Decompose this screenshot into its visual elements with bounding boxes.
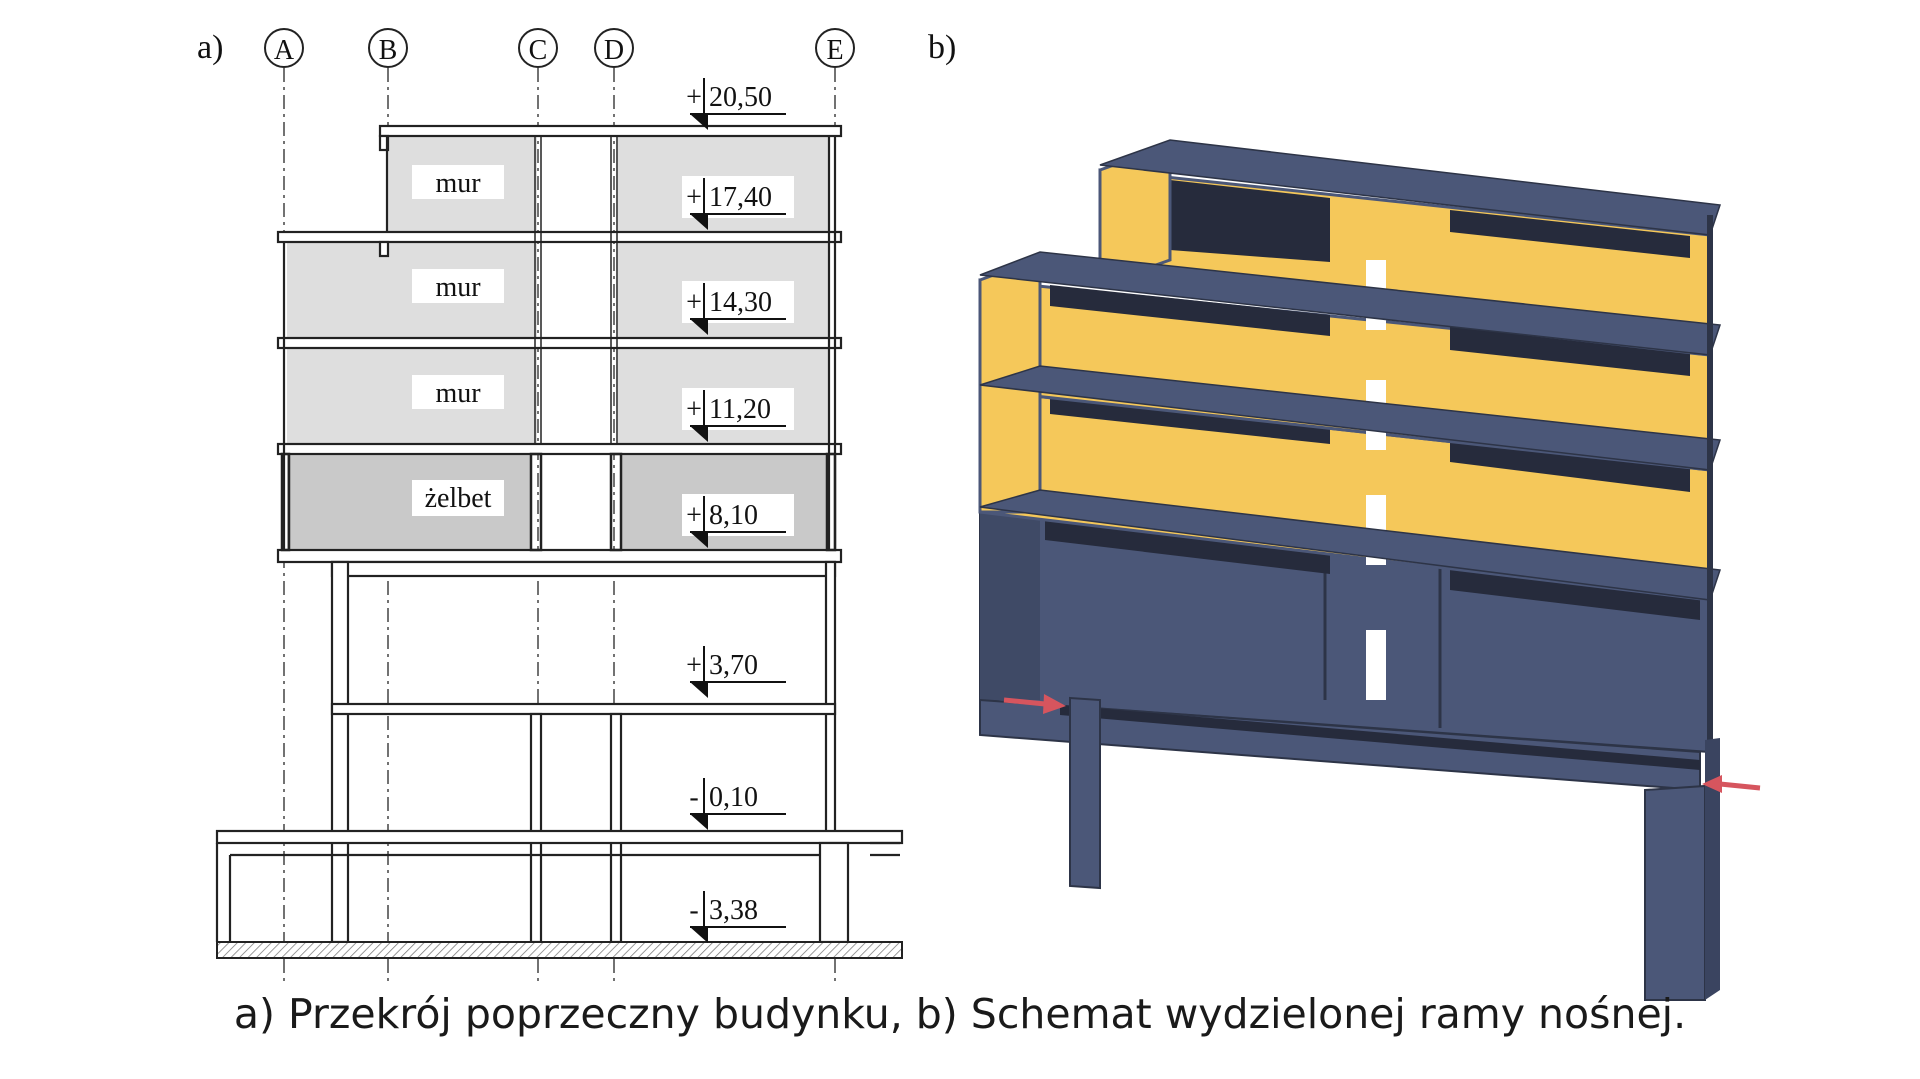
level-markers: +20,50+17,40+14,30+11,20+8,10+3,70-0,10-… — [682, 76, 794, 943]
cross-section-panel: a) A B C D E — [197, 28, 904, 985]
level-sign: + — [686, 287, 702, 318]
lower-frame — [215, 560, 904, 944]
level-value: 8,10 — [709, 500, 758, 531]
material-label-mur-1: mur — [412, 165, 504, 199]
svg-text:C: C — [529, 35, 548, 66]
level-sign: - — [689, 782, 698, 813]
level-value: 14,30 — [709, 287, 772, 318]
level-marker: +17,40 — [682, 176, 794, 230]
level-sign: + — [686, 650, 702, 681]
level-marker: +11,20 — [682, 388, 794, 442]
level-marker: +14,30 — [682, 281, 794, 335]
level-marker: +20,50 — [682, 76, 794, 130]
level-value: 17,40 — [709, 182, 772, 213]
panel-b-label: b) — [928, 29, 956, 66]
axis-bubble-d: D — [594, 28, 634, 68]
svg-text:mur: mur — [435, 378, 481, 409]
svg-text:D: D — [604, 35, 624, 66]
level-value: 11,20 — [709, 394, 771, 425]
level-marker: -3,38 — [682, 889, 794, 943]
material-label-zelbet: żelbet — [412, 480, 504, 516]
level-sign: - — [689, 895, 698, 926]
frame-3d-panel: b) — [928, 29, 1761, 1001]
level-sign: + — [686, 394, 702, 425]
axis-bubble-c: C — [518, 28, 558, 68]
svg-text:mur: mur — [435, 272, 481, 303]
force-arrow-right — [1702, 775, 1761, 793]
level-sign: + — [686, 82, 702, 113]
svg-text:B: B — [379, 35, 398, 66]
panel-a-label: a) — [197, 29, 223, 66]
material-label-mur-2: mur — [412, 269, 504, 303]
level-marker: +3,70 — [682, 644, 794, 698]
level-value: 20,50 — [709, 82, 772, 113]
ground-storey-block — [979, 510, 1711, 754]
level-sign: + — [686, 500, 702, 531]
level-value: 3,38 — [709, 895, 758, 926]
svg-text:żelbet: żelbet — [425, 483, 492, 514]
axis-bubble-e: E — [815, 28, 855, 68]
svg-text:E: E — [826, 35, 843, 66]
level-value: 0,10 — [709, 782, 758, 813]
level-marker: +8,10 — [682, 494, 794, 548]
svg-text:mur: mur — [435, 168, 481, 199]
upper-frame — [276, 124, 843, 564]
slab-edges — [979, 139, 1722, 752]
level-value: 3,70 — [709, 650, 758, 681]
material-label-mur-3: mur — [412, 375, 504, 409]
svg-text:A: A — [274, 35, 295, 66]
level-marker: -0,10 — [682, 776, 794, 830]
axis-bubble-b: B — [368, 28, 408, 68]
axis-bubble-a: A — [264, 28, 304, 68]
level-sign: + — [686, 182, 702, 213]
support-columns — [1069, 696, 1720, 1001]
foundation-slab — [216, 941, 903, 959]
force-arrow-left — [1003, 694, 1066, 714]
figure-caption: a) Przekrój poprzeczny budynku, b) Schem… — [233, 990, 1687, 1038]
